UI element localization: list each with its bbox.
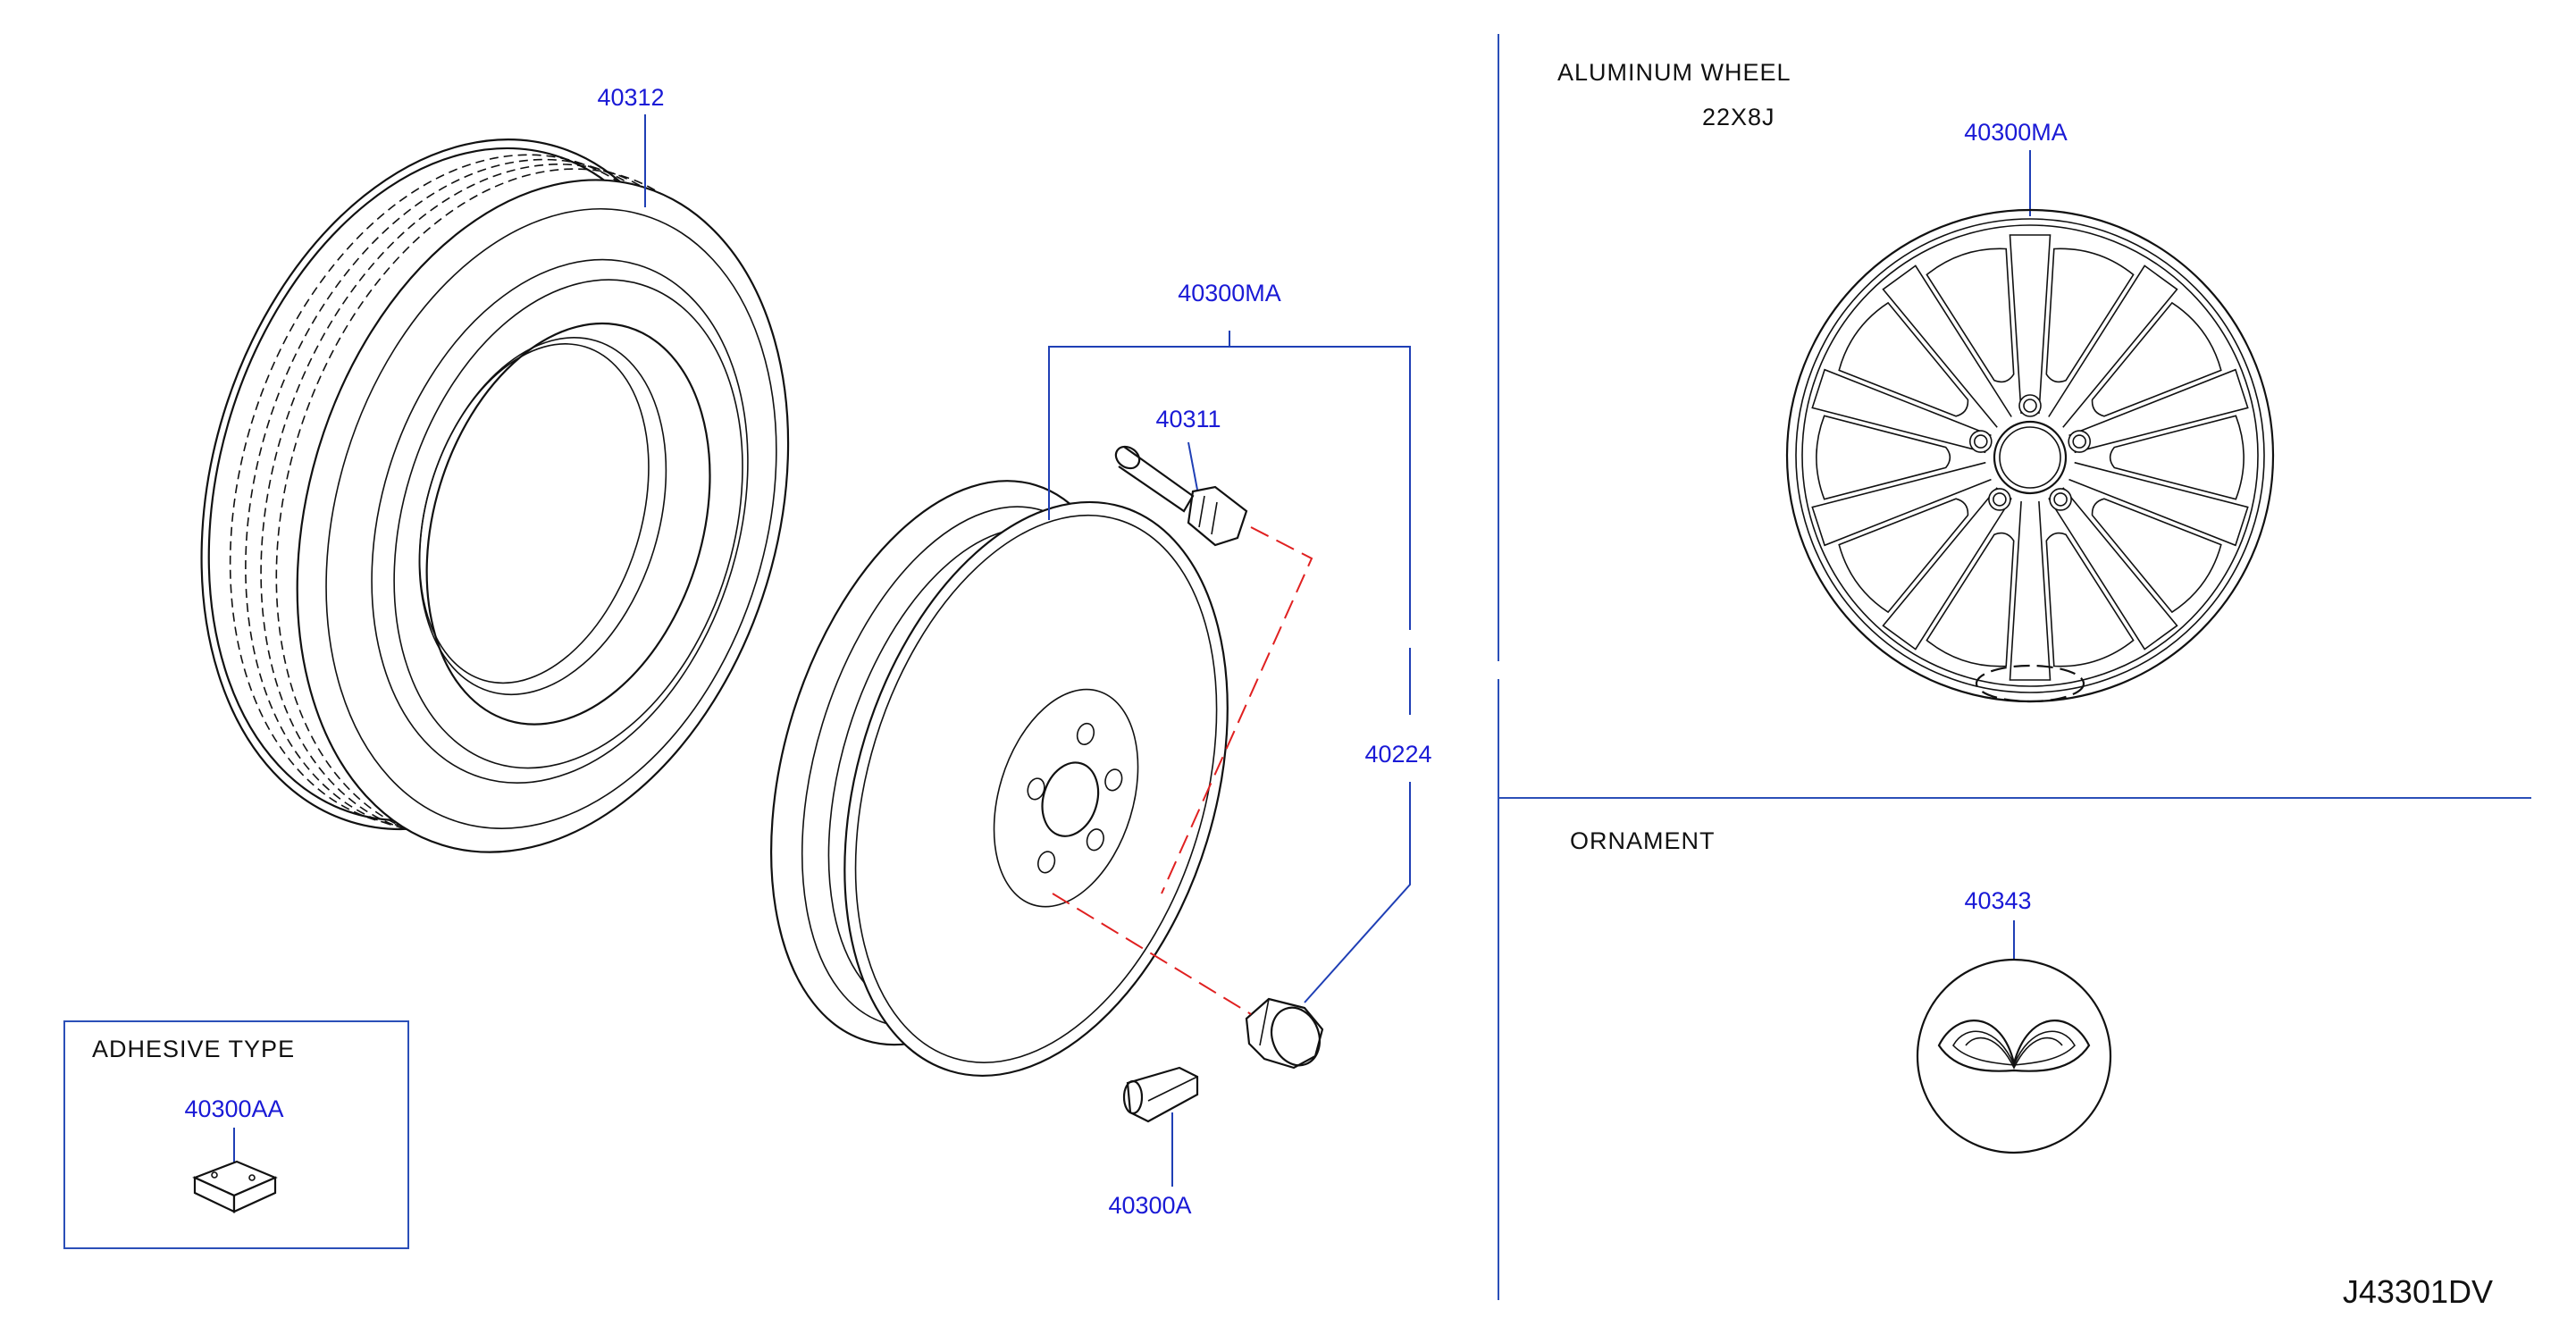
lug-hole: [2053, 492, 2068, 507]
wheel-window: [2091, 498, 2222, 614]
tire-part-number[interactable]: 40312: [597, 84, 664, 111]
weight-clip-illustration[interactable]: [1122, 1066, 1199, 1123]
wheel-window: [1926, 248, 2015, 383]
wheel-spoke: [1811, 461, 1992, 547]
lug-hole: [1993, 492, 2007, 507]
ornament-part-number[interactable]: 40343: [1964, 887, 2031, 914]
wheel-window: [1838, 301, 1969, 417]
aluminum-wheel-illustration[interactable]: [1785, 208, 2275, 703]
wheel-window: [1816, 415, 1951, 500]
wheel-assembly-part-number[interactable]: 40300MA: [1178, 280, 1281, 306]
wheel-spoke: [2068, 461, 2249, 547]
wheel-window: [2045, 532, 2135, 667]
adhesive-weight-part-number[interactable]: 40300AA: [184, 1095, 283, 1122]
tire-illustration[interactable]: [121, 76, 871, 918]
weight-clip-part-number[interactable]: 40300A: [1108, 1192, 1191, 1219]
diagram-code: J43301DV: [2343, 1273, 2493, 1310]
wheel-spoke: [2048, 264, 2178, 428]
centerline-valve: [1161, 526, 1313, 894]
wheel-window: [2045, 248, 2135, 383]
ornament-heading: ORNAMENT: [1570, 827, 1716, 854]
ornament-illustration[interactable]: [1916, 958, 2112, 1154]
wheel-illustration[interactable]: [707, 432, 1294, 1123]
wheel-window: [1926, 532, 2015, 667]
nut-illustration[interactable]: [1245, 997, 1328, 1072]
panel-dividers: [1498, 34, 2531, 1300]
adhesive-type-heading: ADHESIVE TYPE: [92, 1036, 295, 1062]
nut-part-number[interactable]: 40224: [1364, 741, 1431, 768]
wheel-spoke: [2068, 368, 2249, 454]
wheel-size-text: 22X8J: [1702, 104, 1775, 130]
wheel-window: [2091, 301, 2222, 417]
adhesive-weight-illustration[interactable]: [192, 1160, 278, 1213]
valve-illustration[interactable]: [1112, 442, 1248, 547]
wheel-spoke: [1882, 264, 2012, 428]
wheel-spoke: [2009, 500, 2052, 681]
wheel-spoke: [2048, 487, 2178, 650]
wheel-spoke: [2009, 234, 2052, 415]
aluminum-wheel-part-number[interactable]: 40300MA: [1964, 119, 2068, 146]
lug-hole: [2072, 434, 2086, 449]
aluminum-wheel-heading: ALUMINUM WHEEL: [1557, 59, 1791, 86]
lug-hole: [1974, 434, 1988, 449]
wheel-window: [1838, 498, 1969, 614]
wheel-spoke: [1811, 368, 1992, 454]
valve-part-number[interactable]: 40311: [1155, 406, 1221, 432]
wheel-window: [2109, 415, 2245, 500]
centerline-nut: [1052, 893, 1252, 1015]
lug-hole: [2023, 399, 2037, 413]
wheel-spoke: [1882, 487, 2012, 650]
